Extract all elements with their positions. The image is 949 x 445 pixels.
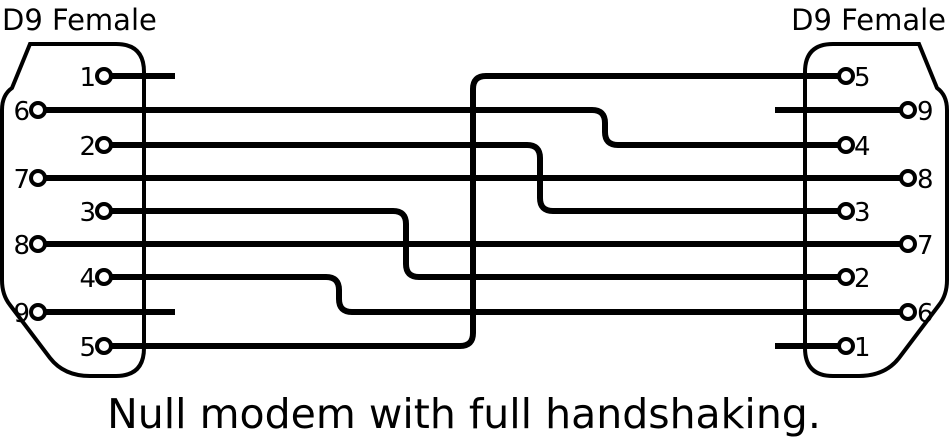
left-pin-6-terminal	[29, 101, 47, 119]
right-pin-2-label: 2	[854, 264, 871, 294]
left-pin-2-terminal	[95, 136, 113, 154]
right-pin-5-label: 5	[854, 63, 871, 93]
left-pin-3-terminal	[95, 202, 113, 220]
right-connector-shell	[803, 42, 949, 378]
left-pin-1-label: 1	[79, 63, 96, 93]
right-pin-4-terminal	[837, 136, 855, 154]
left-pin-8-label: 8	[13, 231, 30, 261]
left-pin-9-terminal	[29, 303, 47, 321]
left-pin-4-terminal	[95, 268, 113, 286]
right-pin-7-label: 7	[917, 231, 934, 261]
left-pin-4-label: 4	[79, 264, 96, 294]
right-pin-4-label: 4	[854, 132, 871, 162]
left-pin-7-label: 7	[13, 165, 30, 195]
right-pin-6-terminal	[899, 303, 917, 321]
right-pin-9-terminal	[899, 101, 917, 119]
left-pin-2-label: 2	[79, 132, 96, 162]
diagram-caption: Null modem with full handshaking.	[107, 390, 821, 438]
right-pin-2-terminal	[837, 268, 855, 286]
right-pin-9-label: 9	[917, 97, 934, 127]
left-connector-shell	[0, 42, 146, 378]
right-pin-8-terminal	[899, 169, 917, 187]
right-pin-8-label: 8	[917, 165, 934, 195]
right-pin-1-label: 1	[854, 333, 871, 363]
wire-left2-right3	[112, 142, 840, 214]
left-pin-5-terminal	[95, 337, 113, 355]
wire-left5-right5	[112, 73, 840, 349]
right-pin-5-terminal	[837, 67, 855, 85]
right-pin-1-terminal	[837, 337, 855, 355]
right-pin-3-label: 3	[854, 198, 871, 228]
left-pin-6-label: 6	[13, 97, 30, 127]
left-pin-3-label: 3	[79, 198, 96, 228]
left-pin-9-label: 9	[13, 299, 30, 329]
wire-left4-right6	[112, 274, 900, 315]
wire-left3-right2	[112, 208, 840, 280]
right-pin-3-terminal	[837, 202, 855, 220]
left-pin-8-terminal	[29, 235, 47, 253]
left-pin-1-terminal	[95, 67, 113, 85]
right-pin-6-label: 6	[917, 299, 934, 329]
left-connector-title: D9 Female	[2, 3, 157, 37]
right-pin-7-terminal	[899, 235, 917, 253]
right-connector-title: D9 Female	[791, 3, 946, 37]
left-pin-5-label: 5	[79, 333, 96, 363]
wire-left6-right4	[44, 107, 840, 148]
left-pin-7-terminal	[29, 169, 47, 187]
